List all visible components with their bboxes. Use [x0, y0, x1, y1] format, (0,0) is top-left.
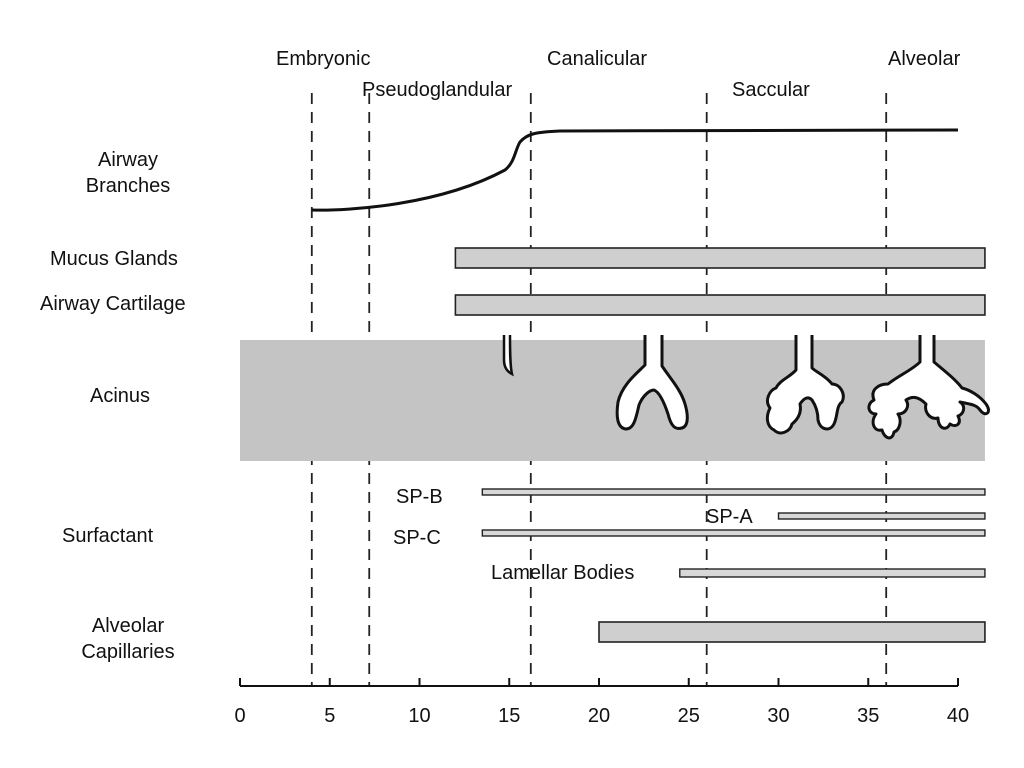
airway-branches-curve	[311, 128, 959, 212]
airway-cartilage-bar	[454, 294, 986, 316]
row-label-surfactant: Surfactant	[62, 525, 154, 547]
x-axis-tick-label: 15	[498, 705, 520, 727]
row-label-alveolar-capillaries-line1: Alveolar	[92, 615, 165, 637]
stage-label-embryonic: Embryonic	[276, 48, 370, 70]
row-label-airway-branches-line1: Airway	[98, 149, 158, 171]
row-label-airway-branches-line2: Branches	[86, 175, 171, 197]
sp-b-label: SP-B	[396, 486, 443, 508]
x-axis-tick-label: 25	[678, 705, 700, 727]
row-label-alveolar-capillaries-line2: Capillaries	[81, 641, 174, 663]
sp-c-bar	[481, 529, 986, 537]
acinus-drawings	[502, 334, 990, 440]
stage-label-pseudoglandular: Pseudoglandular	[362, 79, 512, 101]
sp-b-bar	[481, 488, 986, 496]
acinus-band	[240, 340, 985, 461]
acinus-saccular-tube	[765, 335, 845, 435]
alveolar-capillaries-bar	[598, 621, 986, 643]
row-label-airway-cartilage: Airway Cartilage	[40, 293, 186, 315]
row-label-acinus: Acinus	[90, 385, 150, 407]
x-axis-tick-label: 5	[324, 705, 335, 727]
sp-c-label: SP-C	[393, 527, 441, 549]
acinus-bud-drawing	[502, 334, 514, 377]
mucus-glands-bar	[454, 247, 986, 269]
lamellar-bodies-label: Lamellar Bodies	[491, 562, 634, 584]
x-axis-tick-label: 40	[947, 705, 969, 727]
sp-a-label: SP-A	[706, 506, 753, 528]
row-label-mucus-glands: Mucus Glands	[50, 248, 178, 270]
acinus-alveolar-tube	[867, 335, 990, 440]
x-axis-tick-label: 20	[588, 705, 610, 727]
stage-label-saccular: Saccular	[732, 79, 810, 101]
stage-label-alveolar: Alveolar	[888, 48, 961, 70]
x-axis-tick-label: 35	[857, 705, 879, 727]
stage-boundaries	[310, 93, 888, 686]
lamellar-bodies-bar	[679, 568, 986, 578]
x-axis-tick-label: 10	[408, 705, 430, 727]
x-axis-tick-label: 0	[234, 705, 245, 727]
x-axis-tick-label: 30	[767, 705, 789, 727]
x-axis-ticks: 0 5 10 15 20 25 30 35 40	[234, 678, 969, 727]
sp-a-bar	[777, 512, 986, 520]
acinus-canalicular-tube	[615, 335, 689, 431]
stage-label-canalicular: Canalicular	[547, 48, 647, 70]
